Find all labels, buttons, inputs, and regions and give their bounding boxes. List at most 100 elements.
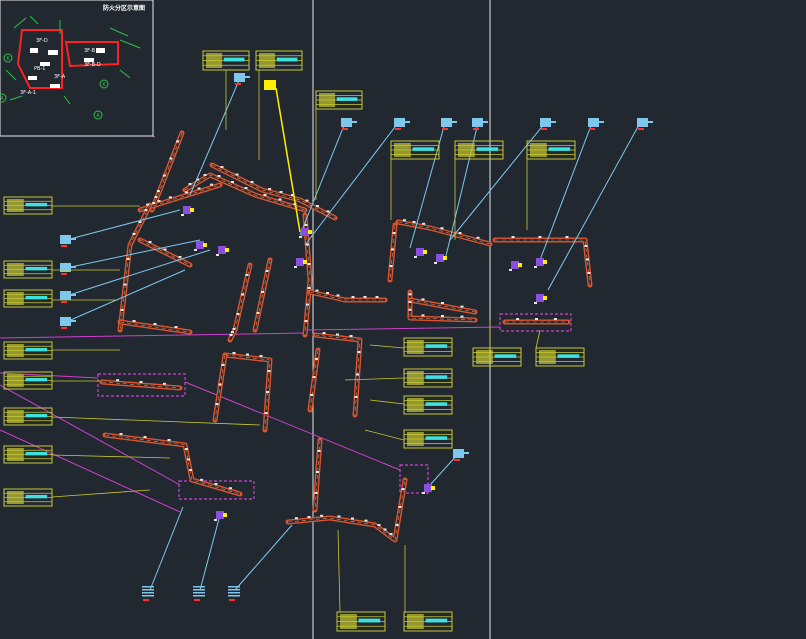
grid-axis-tick — [119, 69, 131, 79]
leader-line — [65, 209, 181, 241]
equipment-marker — [223, 513, 227, 517]
leader-line — [189, 77, 241, 196]
duct-tag-mark — [304, 320, 308, 322]
equipment-label-mark — [422, 492, 425, 494]
leader-tag-mark — [395, 128, 401, 130]
grid-bubble-label: A — [96, 113, 100, 119]
duct-tag-mark — [538, 236, 542, 238]
callout-value-bar — [25, 451, 48, 456]
duct-tag-mark — [389, 533, 393, 535]
duct-tag-mark — [146, 203, 150, 206]
duct-centerline — [314, 439, 321, 511]
grid-bubble-label: K — [102, 82, 106, 88]
duct-tag-mark — [307, 287, 311, 289]
equipment-marker — [543, 260, 547, 264]
grid-axis-tick — [9, 95, 23, 101]
leader-line — [449, 122, 546, 241]
leader-tag-mark — [61, 245, 67, 247]
leader-tag — [60, 291, 71, 300]
duct-tag-mark — [421, 298, 425, 301]
equipment-unit — [301, 228, 309, 236]
duct-tag-mark — [143, 436, 147, 438]
duct-tag-mark — [278, 198, 282, 201]
duct-tag-mark — [392, 232, 396, 234]
leader-tag-arrow — [464, 452, 469, 454]
callout-connector-line — [51, 416, 261, 426]
duct-centerline — [104, 434, 241, 495]
duct-tag-mark — [351, 517, 354, 520]
equipment-symbols — [181, 206, 547, 521]
callout-label-block — [319, 93, 336, 107]
duct-tag-mark — [317, 450, 321, 452]
room-block — [96, 48, 105, 53]
leader-tag-arrow — [648, 121, 653, 123]
grid-axis-tick — [119, 39, 141, 49]
equipment-unit — [296, 258, 304, 266]
duct-tag-mark — [169, 157, 173, 160]
leader-stack-line — [193, 595, 205, 597]
duct-tag-mark — [244, 187, 248, 189]
leader-tag — [60, 235, 71, 244]
duct-tag-mark — [263, 194, 267, 196]
leader-tag — [441, 118, 452, 127]
duct-tag-mark — [157, 200, 161, 202]
callout-value-bar — [276, 57, 298, 62]
duct-centerline — [254, 259, 271, 331]
grid-bubble — [93, 110, 103, 120]
duct-tag-mark — [412, 221, 416, 223]
callout-value-bar — [336, 97, 358, 101]
duct-tag-mark — [408, 308, 412, 311]
leader-tag-mark — [473, 128, 479, 130]
duct-tag-mark — [354, 396, 358, 398]
highlight-box — [97, 373, 186, 397]
callout-value-bar — [25, 266, 48, 271]
duct-tag-mark — [228, 487, 232, 490]
duct-tag-mark — [261, 291, 264, 293]
fire-zone-outline — [64, 41, 119, 68]
key-plan-label: 3F-A — [54, 74, 66, 80]
equipment-marker — [190, 208, 194, 212]
duct-tag-mark — [377, 524, 381, 526]
duct-tag-mark — [363, 296, 367, 298]
leader-line — [429, 453, 459, 486]
leader-line — [199, 514, 221, 591]
duct-tag-mark — [120, 309, 124, 311]
highlight-box — [399, 464, 429, 494]
leader-tag-arrow — [352, 121, 357, 123]
equipment-unit — [511, 261, 519, 269]
room-block — [40, 62, 50, 66]
callout-value-bar — [425, 618, 448, 623]
duct-tag-mark — [553, 318, 557, 320]
duct-tag-mark — [123, 283, 127, 286]
duct-tag-mark — [535, 318, 538, 320]
grid-bubble-label: A — [0, 96, 4, 102]
duct-tag-mark — [132, 320, 136, 322]
leader-line — [304, 122, 399, 246]
callout-value-bar — [425, 375, 448, 379]
equipment-marker — [303, 260, 307, 264]
equipment-unit — [183, 206, 191, 214]
equipment-label-mark — [299, 236, 302, 238]
callout-label-block — [394, 143, 411, 157]
key-plan-title: 防火分区示意图 — [103, 4, 145, 12]
duct-centerline — [119, 321, 191, 333]
duct-tag-mark — [314, 358, 318, 360]
key-plan-zones — [5, 15, 141, 105]
leader-stack-line — [228, 589, 240, 591]
leader-stack-line — [142, 586, 154, 588]
leader-tag — [540, 118, 551, 127]
duct-tag-mark — [304, 224, 308, 226]
callout-label-block — [539, 350, 556, 364]
callout-label-block — [7, 374, 24, 387]
leader-line-highlight — [275, 87, 301, 233]
duct-tag-mark — [168, 196, 172, 199]
key-plan-inset[interactable]: 防火分区示意图 3F-D 3F-B PB-1 3F-A 3F-B-D 3F-A-… — [0, 0, 154, 137]
duct-tag-mark — [264, 412, 268, 414]
equipment-label-mark — [181, 214, 184, 216]
duct-tag-mark — [126, 258, 130, 260]
duct-centerline — [224, 354, 271, 431]
duct-tag-mark — [408, 293, 412, 296]
leader-stack-line — [142, 589, 154, 591]
duct-tag-mark — [210, 183, 214, 186]
